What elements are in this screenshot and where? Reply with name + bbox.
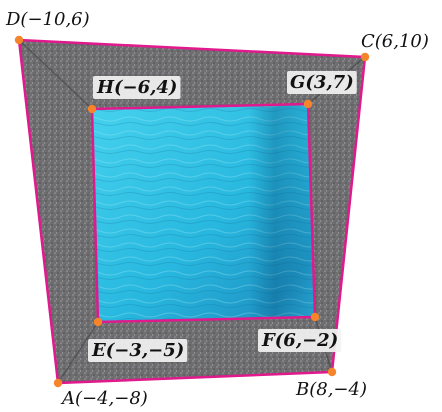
vertex-label-group-e: E(−3,−5) (88, 339, 188, 362)
pool-water (92, 104, 315, 322)
vertex-labels: A(−4,−8) B(8,−4) C(6,10) D(−10,6) E(−3,−5) F(… (5, 9, 429, 409)
vertex-label-b: B(8,−4) (295, 379, 367, 400)
vertex-dot-g (303, 99, 313, 109)
vertex-dot-f (310, 312, 320, 322)
label-box-e (88, 339, 188, 362)
vertex-label-c: C(6,10) (361, 31, 429, 52)
vertex-dot-b (327, 367, 337, 377)
water-shadow (92, 104, 315, 322)
vertex-dots (14, 35, 370, 388)
vertex-label-group-f: F(6,−2) (258, 329, 342, 352)
vertex-label-a: A(−4,−8) (60, 388, 148, 409)
vertex-dot-h (87, 104, 97, 114)
vertex-dot-e (93, 317, 103, 327)
vertex-label-group-h: H(−6,4) (93, 76, 181, 99)
deck-seam-dh (18, 39, 93, 110)
vertex-dot-a (53, 378, 63, 388)
vertex-label-d: D(−10,6) (5, 9, 90, 30)
vertex-dot-d (14, 35, 24, 45)
deck-seam-ae (57, 321, 99, 384)
label-box-g (287, 71, 357, 94)
label-box-h (93, 76, 181, 99)
vertex-label-f: F(6,−2) (261, 330, 338, 351)
label-box-f (258, 329, 342, 352)
vertex-label-h: H(−6,4) (96, 77, 177, 98)
vertex-label-group-g: G(3,7) (287, 71, 357, 94)
vertex-label-g: G(3,7) (290, 72, 354, 93)
vertex-label-e: E(−3,−5) (91, 340, 184, 361)
vertex-dot-c (360, 52, 370, 62)
